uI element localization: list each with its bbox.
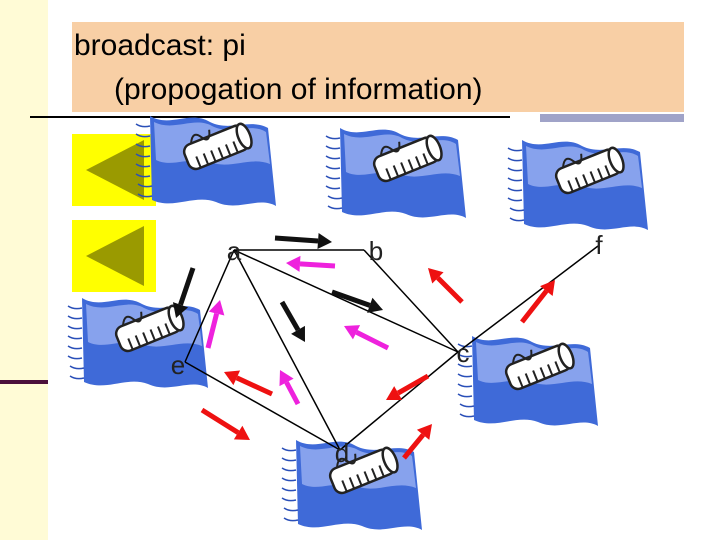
node-a: a bbox=[226, 236, 242, 266]
node-f: f bbox=[595, 230, 603, 260]
node-e: e bbox=[170, 350, 186, 380]
edge-c-d bbox=[339, 351, 459, 451]
edge-a-d bbox=[233, 249, 341, 451]
arrow-c-to-b bbox=[428, 268, 464, 304]
edge-e-d bbox=[184, 361, 341, 451]
edge-c-f bbox=[457, 245, 599, 353]
title-background bbox=[72, 22, 684, 112]
arrow-e-to-a bbox=[205, 300, 225, 349]
network-edges bbox=[184, 245, 599, 451]
node-c: c bbox=[456, 338, 470, 368]
slide-subtitle: (propogation of information) bbox=[114, 73, 483, 106]
edge-a-c bbox=[233, 249, 459, 353]
message-arrows bbox=[172, 233, 555, 460]
arrow-a-to-e bbox=[172, 267, 196, 318]
scroll-banner-icon bbox=[134, 114, 278, 208]
edge-a-e bbox=[184, 249, 235, 363]
left-decor-line bbox=[0, 380, 48, 384]
arrow-d-to-c bbox=[402, 424, 432, 460]
back-button[interactable] bbox=[72, 220, 156, 292]
arrow-d-to-a bbox=[279, 370, 301, 406]
title-rule-accent bbox=[540, 114, 684, 122]
arrow-a-to-d bbox=[279, 300, 305, 342]
arrow-a-to-b bbox=[274, 233, 332, 250]
node-d: d bbox=[334, 438, 350, 468]
scroll-banner-icon bbox=[324, 126, 468, 220]
arrow-e-to-d bbox=[200, 407, 250, 440]
slide-title: broadcast: pi bbox=[74, 29, 246, 62]
title-rule bbox=[30, 116, 510, 118]
back-arrow-icon bbox=[86, 226, 144, 286]
left-decor-strip bbox=[0, 0, 48, 540]
arrow-c-to-d bbox=[386, 373, 430, 400]
arrow-d-to-e bbox=[224, 370, 274, 397]
arrow-c-to-a bbox=[344, 325, 390, 351]
scroll-banner-icon bbox=[456, 334, 600, 428]
scroll-banner-icon bbox=[506, 138, 650, 232]
node-b: b bbox=[368, 236, 384, 266]
arrow-b-to-a bbox=[286, 255, 336, 272]
arrow-a-to-c bbox=[331, 289, 383, 313]
edge-b-c bbox=[363, 249, 459, 353]
previous-slide-button[interactable] bbox=[72, 134, 156, 206]
previous-slide-arrow-icon bbox=[86, 140, 144, 200]
arrow-c-to-f bbox=[520, 280, 555, 324]
